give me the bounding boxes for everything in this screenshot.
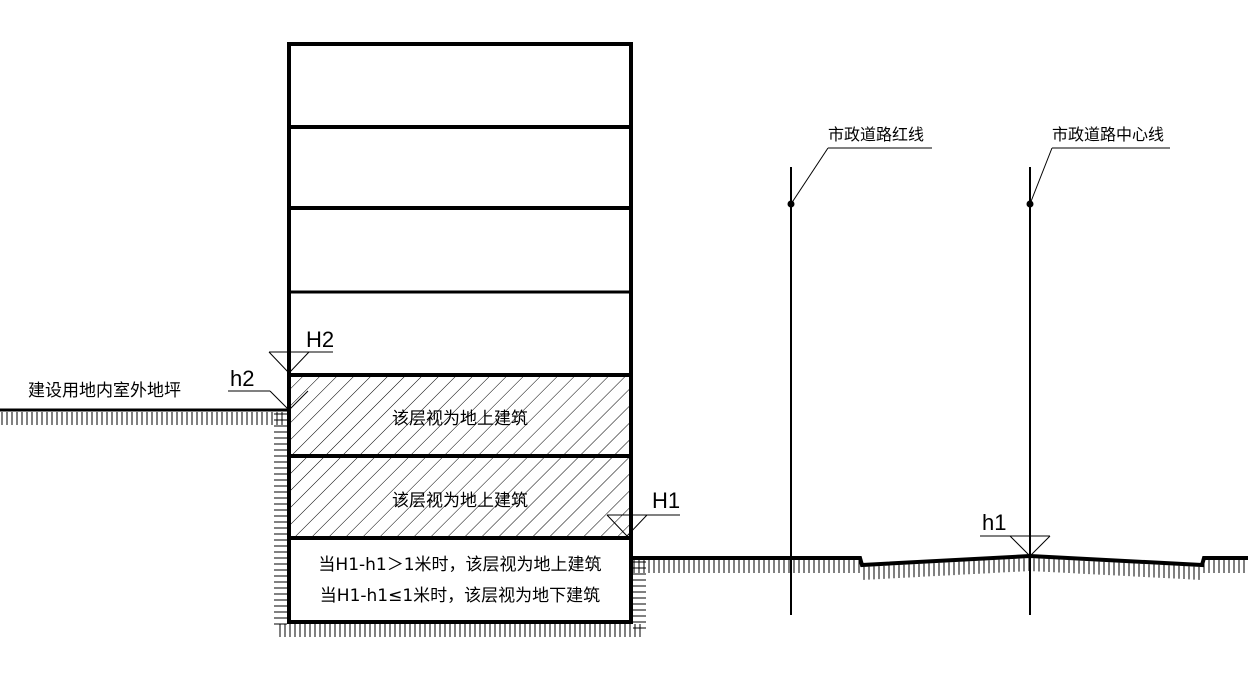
elevation-marker-h2 (228, 390, 309, 411)
hatched-floor-lower (289, 456, 631, 538)
mark-h2-label: h2 (230, 366, 254, 391)
road-center-line (1026, 147, 1170, 615)
road-red-line-label: 市政道路红线 (828, 125, 924, 144)
mark-H2-label: H2 (306, 327, 334, 352)
basement-rule-2: 当H1-h1≤1米时，该层视为地下建筑 (320, 586, 600, 606)
mark-h1-label: h1 (982, 510, 1006, 535)
mark-H1-label: H1 (652, 488, 680, 513)
left-ground (0, 408, 289, 625)
elevation-marker-h1 (980, 535, 1051, 557)
elevation-marker-H2 (268, 351, 333, 374)
road-red-line (787, 147, 932, 615)
foundation-ground (279, 561, 646, 637)
right-ground (631, 553, 1248, 580)
hatched-floor-upper (289, 375, 631, 456)
basement-rule-1: 当H1-h1＞1米时，该层视为地上建筑 (318, 555, 601, 575)
floor-above-label-1: 该层视为地上建筑 (392, 409, 528, 429)
floor-above-label-2: 该层视为地上建筑 (392, 491, 528, 511)
building-outline (287, 42, 633, 624)
ground-left-label: 建设用地内室外地坪 (28, 381, 181, 401)
road-center-line-label: 市政道路中心线 (1052, 125, 1164, 144)
elevation-marker-H1 (606, 514, 680, 537)
